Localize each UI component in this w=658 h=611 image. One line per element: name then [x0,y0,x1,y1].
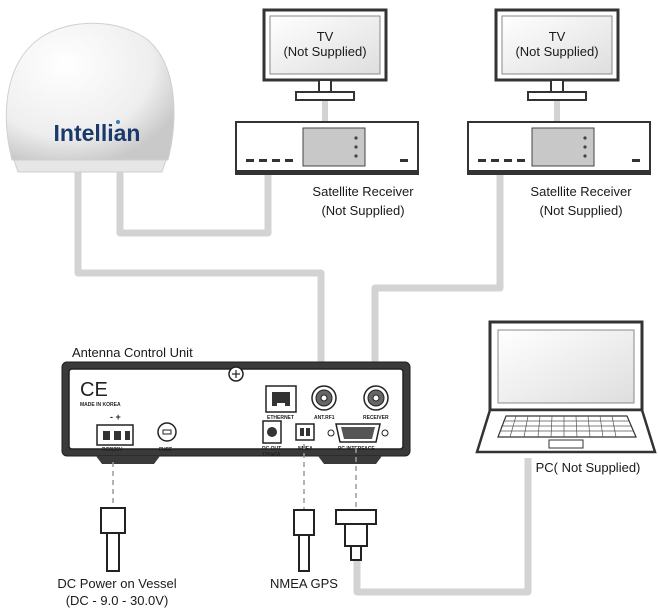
nmea-terminal-icon [295,423,315,441]
receiver-port-label: RECEIVER [363,415,389,421]
nmea-gps-plug [293,509,315,572]
receiver-left-label-line2: (Not Supplied) [321,203,404,218]
receiver-left-button [354,136,358,140]
cable-antenna-to-receiver-left [116,168,272,237]
cable-acu-receiver-to-receiver-right [371,175,504,381]
dome-shell [5,22,175,161]
nmea-gps-label: NMEA GPS [270,576,338,591]
dc-in-label: DC9|30V [102,447,123,453]
receiver-right-button [583,154,587,158]
pc-plug-strain-relief [350,545,362,561]
receiver-right-slots [478,159,640,162]
tv-left-label-line2: (Not Supplied) [283,44,366,59]
tv-left-label-line1: TV [317,29,334,44]
tv-left-stand [295,91,355,101]
tv-right-label-line2: (Not Supplied) [515,44,598,59]
made-in-label: MADE IN KOREA [80,402,121,408]
nmea-plug-head [293,509,315,536]
receiver-left-bottom-edge [236,170,418,174]
ce-mark-icon: CE [80,379,108,401]
acu-foot-right [318,456,382,464]
keyboard-keys [500,415,633,438]
pc-plug-flange [335,509,377,525]
tv-right-screen [501,15,613,75]
dc-plug-cable [106,532,120,572]
dc-power-plug [100,507,126,572]
cable-antenna-to-acu-antrf1 [74,168,325,381]
brand-star-icon [116,120,120,124]
cable-pc-interface-to-pc [353,458,532,596]
tv-right-stand [527,91,587,101]
dc-out-label-line2: 12V■2A [262,452,281,458]
satellite-receiver-left: Satellite Receiver (Not Supplied) [235,121,419,218]
acu-title: Antenna Control Unit [72,345,193,360]
receiver-right-button [583,136,587,140]
receiver-right-bottom-edge [468,170,650,174]
pc-label: PC( Not Supplied) [536,460,641,475]
dome-base [13,159,167,173]
receiver-left-button [354,145,358,149]
antrf1-label: ANT.RF1 [314,415,335,421]
receiver-left-label-line1: Satellite Receiver [312,184,414,199]
laptop-touchpad [548,439,584,449]
fuse-label: FUSE [159,447,173,453]
pc-interface-plug [335,509,377,561]
dc-plug-head [100,507,126,534]
dashed-connectors [112,444,357,510]
receiver-right-label-line1: Satellite Receiver [530,184,632,199]
tv-right: TV (Not Supplied) [494,8,620,101]
antenna-brand-logo: Intellian [54,120,141,146]
antenna-control-unit: Antenna Control Unit CE MADE IN KOREA - … [61,345,411,464]
ethernet-label: ETHERNET [267,415,294,421]
laptop-pc: PC( Not Supplied) [475,320,657,475]
tv-left: TV (Not Supplied) [262,8,388,101]
dome-antenna: Intellian [5,22,175,173]
dc-power-label-line1: DC Power on Vessel [57,576,176,591]
nmea-port-label: NMEA [298,446,313,452]
fuse-holder-icon [157,422,177,442]
satellite-receiver-right: Satellite Receiver (Not Supplied) [467,121,651,218]
nmea-plug-cable [298,534,310,572]
cables [74,100,560,596]
receiver-right-label-line2: (Not Supplied) [539,203,622,218]
laptop-screen [497,329,635,404]
receiver-right-button [583,145,587,149]
receiver-left-slots [246,159,408,162]
tv-left-neck [318,79,332,93]
tv-left-screen [269,15,381,75]
dc-polarity-label: - + [110,412,121,422]
pc-plug-body [344,523,368,547]
tv-right-neck [550,79,564,93]
tv-right-label-line1: TV [549,29,566,44]
dc-power-label-line2: (DC - 9.0 - 30.0V) [66,593,169,608]
receiver-left-button [354,154,358,158]
acu-foot-left [96,456,160,464]
dc-out-label-line1: DC OUT [262,446,281,452]
